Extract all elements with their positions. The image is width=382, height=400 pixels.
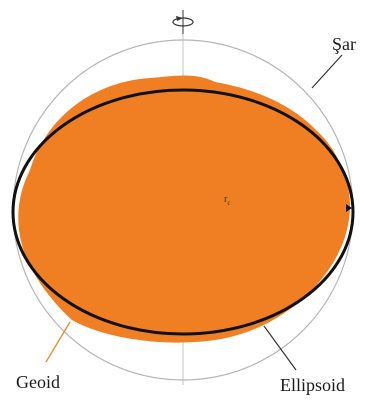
ellipsoid-leader-line — [264, 326, 296, 370]
geoid-label: Geoid — [16, 372, 60, 392]
geoid-leader-line — [46, 322, 70, 362]
ellipsoid-label: Ellipsoid — [280, 375, 345, 395]
sphere-label: Şar — [332, 34, 356, 54]
sphere-leader-line — [312, 55, 342, 88]
rotation-arrow-icon — [173, 10, 193, 34]
